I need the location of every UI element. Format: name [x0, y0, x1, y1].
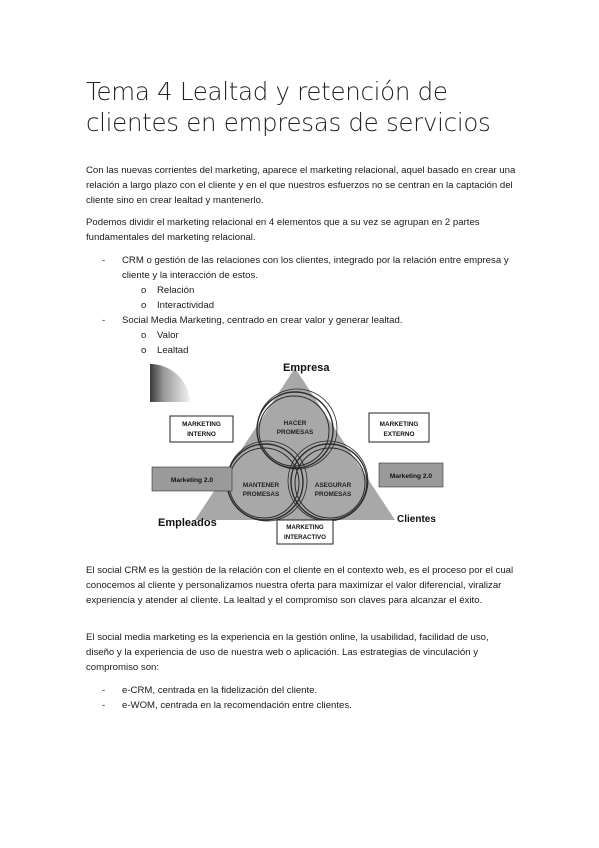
marketing-interno-label-1: MARKETING [182, 421, 221, 428]
paragraph-social-crm: El social CRM es la gestión de la relaci… [86, 565, 514, 606]
marketing-20-right-label: Marketing 2.0 [390, 473, 432, 480]
list-item-text: CRM o gestión de las relaciones con los … [122, 255, 509, 281]
marketing-externo-box [368, 412, 430, 443]
dash-bullet: - [102, 685, 106, 696]
marketing-triangle-diagram: HACER PROMESAS MANTENER PROMESAS ASEGURA… [148, 354, 448, 546]
ring-right-inner [294, 447, 366, 519]
list-item-ewom: - e-WOM, centrada en la recomendación en… [86, 698, 526, 713]
list-item-ecrm: - e-CRM, centrada en la fidelización del… [86, 683, 526, 698]
marketing-interactivo-label-2: INTERACTIVO [284, 534, 326, 541]
ring-top-outer [256, 388, 338, 470]
circle-bullet: o [141, 330, 147, 341]
marketing-20-right-box [378, 462, 444, 488]
empresa-label: Empresa [283, 362, 330, 374]
marketing-20-left-label: Marketing 2.0 [171, 477, 213, 484]
empleados-label: Empleados [158, 517, 217, 529]
sub-item-relacion: o Relación [86, 283, 526, 298]
marketing-externo-label-1: MARKETING [380, 421, 419, 428]
clientes-label: Clientes [397, 514, 436, 525]
circle-bullet: o [141, 285, 147, 296]
list-item-smm: - Social Media Marketing, centrado en cr… [86, 313, 526, 328]
list-item-text: e-WOM, centrada en la recomendación entr… [122, 700, 352, 711]
dash-bullet: - [102, 700, 106, 711]
mantener-label-1: MANTENER [243, 482, 280, 489]
paragraph-social-media-marketing: El social media marketing es la experien… [86, 632, 489, 673]
paragraph-intro: Con las nuevas corrientes del marketing,… [86, 165, 516, 206]
paragraph-division: Podemos dividir el marketing relacional … [86, 217, 480, 243]
strategies-list: - e-CRM, centrada en la fidelización del… [86, 683, 526, 713]
marketing-externo-label-2: EXTERNO [384, 431, 415, 438]
list-item-crm: - CRM o gestión de las relaciones con lo… [86, 253, 526, 283]
sub-item-text: Interactividad [157, 300, 215, 311]
mantener-label-2: PROMESAS [243, 491, 280, 498]
marketing-interno-box [169, 415, 234, 443]
dash-bullet: - [102, 315, 106, 326]
marketing-20-left-box [151, 466, 233, 492]
page-title: Tema 4 Lealtad y retención de clientes e… [86, 77, 491, 137]
sub-item-text: Relación [157, 285, 195, 296]
dash-bullet: - [102, 255, 106, 266]
sub-item-text: Valor [157, 330, 179, 341]
asegurar-label-2: PROMESAS [315, 491, 352, 498]
sub-item-interactividad: o Interactividad [86, 298, 526, 313]
sub-item-text: Lealtad [157, 345, 189, 356]
sub-item-lealtad: o Lealtad [86, 343, 526, 358]
hacer-label-2: PROMESAS [277, 429, 314, 436]
diagram-svg: HACER PROMESAS MANTENER PROMESAS ASEGURA… [150, 362, 444, 545]
marketing-interactivo-box [276, 519, 334, 545]
triangle-shape [195, 368, 395, 520]
circle-bullet: o [141, 345, 147, 356]
marketing-interno-label-2: INTERNO [187, 431, 216, 438]
circle-bullet: o [141, 300, 147, 311]
hacer-label-1: HACER [284, 420, 307, 427]
asegurar-label-1: ASEGURAR [315, 482, 352, 489]
marketing-interactivo-label-1: MARKETING [286, 524, 324, 531]
list-item-text: Social Media Marketing, centrado en crea… [122, 315, 403, 326]
elements-list: - CRM o gestión de las relaciones con lo… [86, 253, 526, 358]
sub-item-valor: o Valor [86, 328, 526, 343]
decorative-disc-shape [150, 363, 190, 402]
list-item-text: e-CRM, centrada en la fidelización del c… [122, 685, 318, 696]
